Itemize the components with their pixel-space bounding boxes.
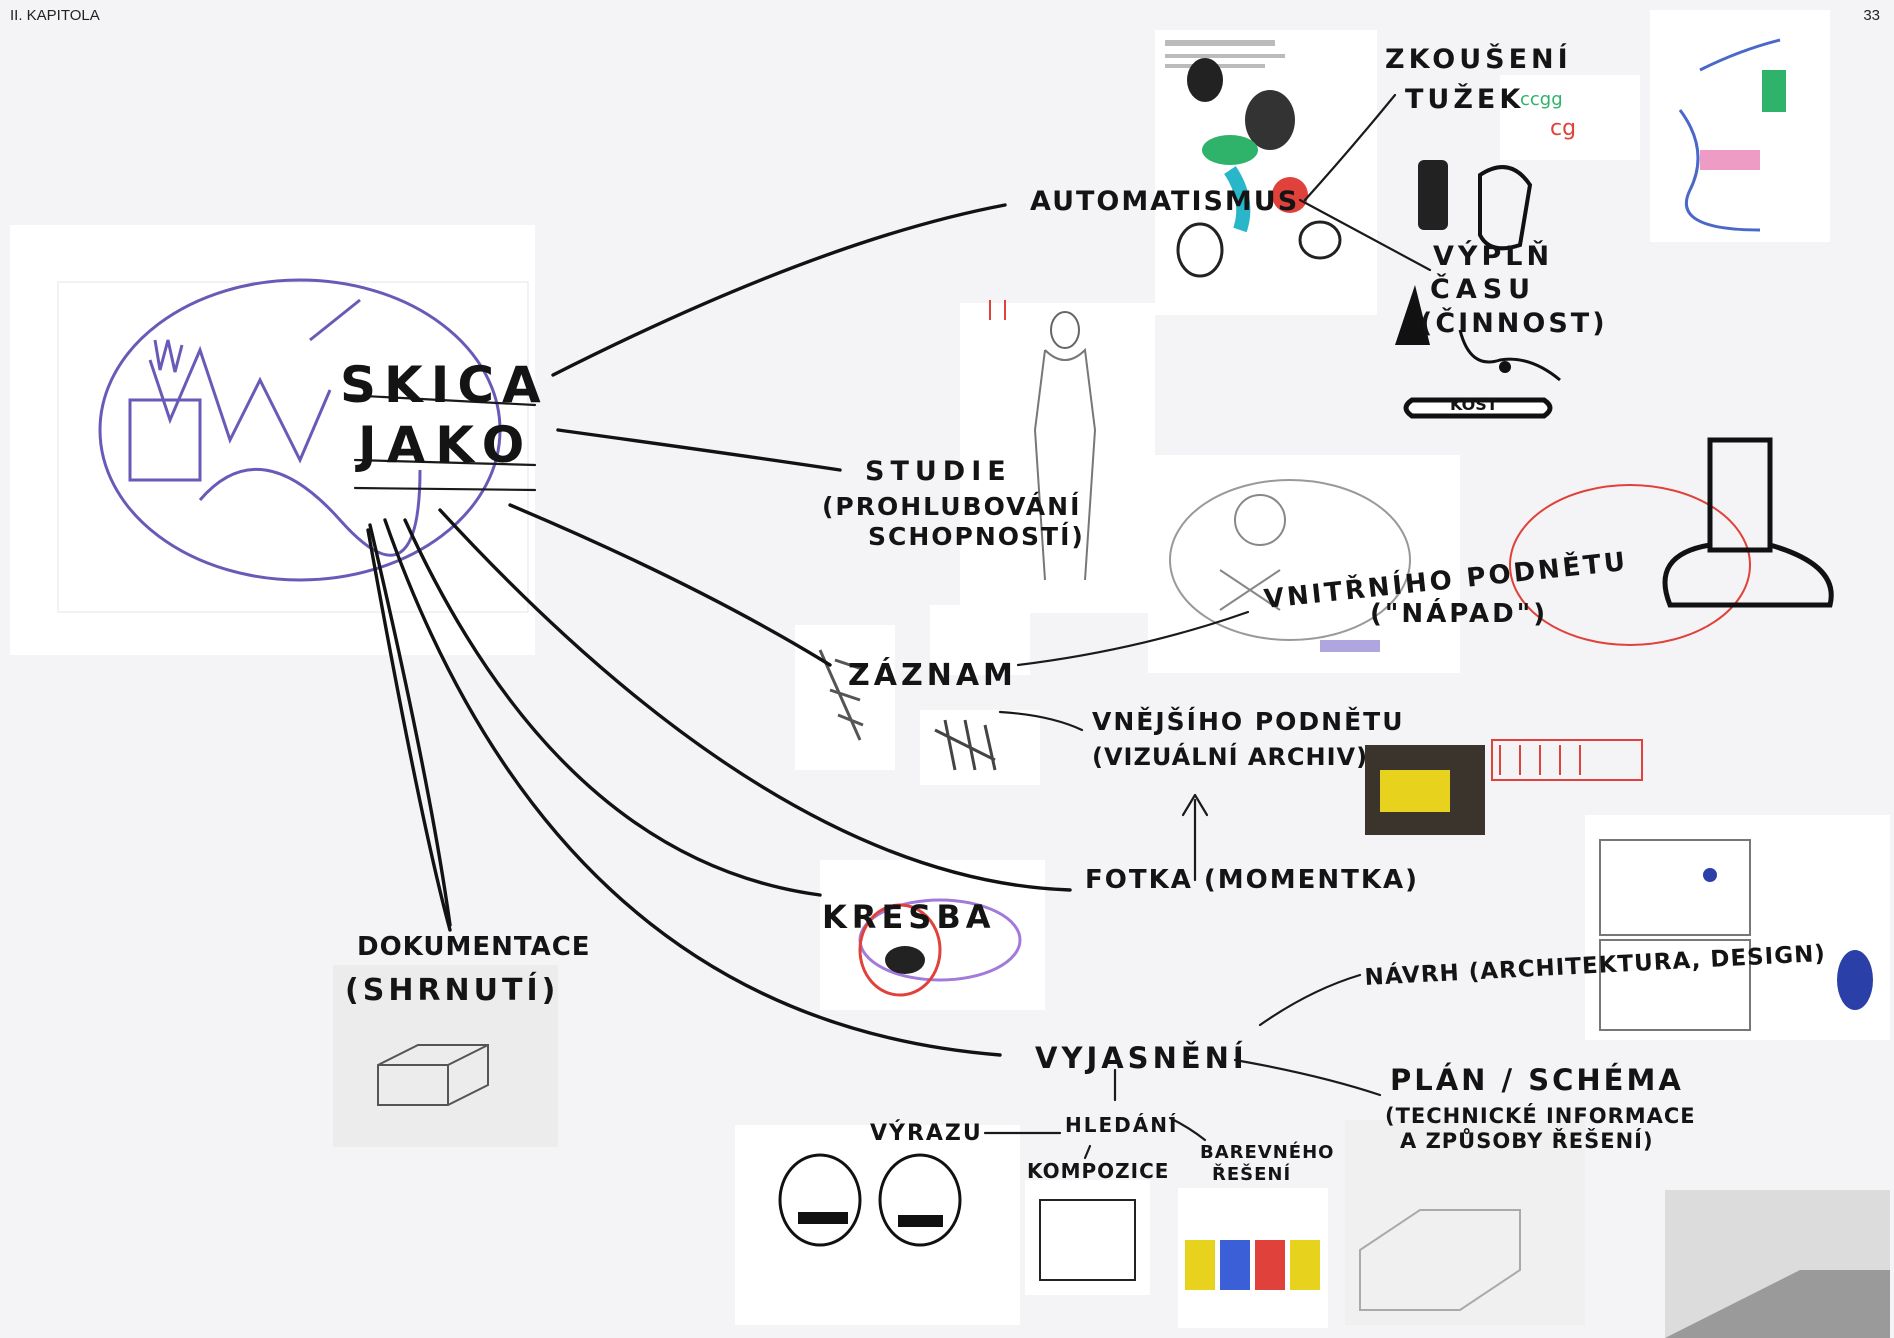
sketch-paper-automatismus	[1155, 30, 1377, 315]
node-hledani: HLEDÁNÍ	[1065, 1113, 1178, 1137]
svg-text:ccgg: ccgg	[1520, 89, 1563, 110]
connectors	[343, 93, 1432, 1160]
node-barevneho: BAREVNÉHO	[1200, 1141, 1334, 1163]
node-plan-schema-2: (TECHNICKÉ INFORMACE	[1385, 1103, 1696, 1128]
label-kost: KOST	[1450, 395, 1498, 414]
node-vnejsiho-archiv: (VIZUÁLNÍ ARCHIV)	[1092, 742, 1368, 771]
sketch-paper-studie	[960, 300, 1155, 613]
sketch-paper-navrh	[1585, 815, 1890, 1040]
sketch-paper-center	[10, 225, 535, 655]
sketch-paper-zkouseni: ccgg cg	[1500, 10, 1830, 242]
node-fotka: FOTKA (MOMENTKA)	[1085, 865, 1419, 895]
node-studie-3: SCHOPNOSTÍ)	[868, 522, 1085, 551]
node-vypln-casu-3: (ČINNOST)	[1420, 307, 1608, 339]
node-vnejsiho-podnetu: VNĚJŠÍHO PODNĚTU	[1092, 706, 1405, 736]
page-number: 33	[1863, 7, 1880, 24]
node-plan-schema-3: A ZPŮSOBY ŘEŠENÍ)	[1400, 1128, 1654, 1153]
sketch-paper-vnitrni	[1148, 437, 1834, 673]
node-zkouseni-tuzek-2: TUŽEK	[1405, 83, 1524, 115]
sketch-paper-zaznam	[795, 605, 1040, 785]
node-vnitrniho-napad: ("NÁPAD")	[1370, 597, 1548, 629]
node-zaznam: ZÁZNAM	[848, 657, 1017, 693]
sketch-paper-dokumentace	[333, 965, 558, 1147]
node-studie: STUDIE	[865, 456, 1012, 487]
node-studie-2: (PROHLUBOVÁNÍ	[822, 492, 1081, 521]
svg-text:cg: cg	[1550, 116, 1576, 141]
node-vypln-casu-2: ČASU	[1430, 273, 1536, 305]
node-kresba: KRESBA	[822, 898, 996, 936]
node-dokumentace: DOKUMENTACE	[357, 932, 591, 962]
node-dokumentace-2: (SHRNUTÍ)	[345, 972, 559, 1008]
photo-vizualni-archiv	[1365, 739, 1643, 835]
node-plan-schema: PLÁN / SCHÉMA	[1390, 1063, 1684, 1097]
node-vyjasneni: VYJASNĚNÍ	[1035, 1041, 1248, 1075]
center-label-jako: JAKO	[355, 416, 534, 474]
node-kompozice: KOMPOZICE	[1027, 1159, 1169, 1183]
sketch-vypln-casu	[1395, 160, 1561, 419]
node-vyrazu: VÝRAZU	[870, 1120, 983, 1146]
sketch-paper-hledani	[735, 1125, 1328, 1328]
center-label-skica: SKICA	[340, 356, 549, 414]
page-header: II. KAPITOLA	[10, 7, 100, 24]
node-zkouseni-tuzek: ZKOUŠENÍ	[1385, 43, 1572, 75]
node-vypln-casu: VÝPLŇ	[1433, 240, 1553, 272]
node-automatismus: AUTOMATISMUS	[1030, 186, 1299, 217]
sketch-paper-plan	[1345, 1120, 1890, 1338]
node-barevneho-2: ŘEŠENÍ	[1212, 1163, 1291, 1185]
